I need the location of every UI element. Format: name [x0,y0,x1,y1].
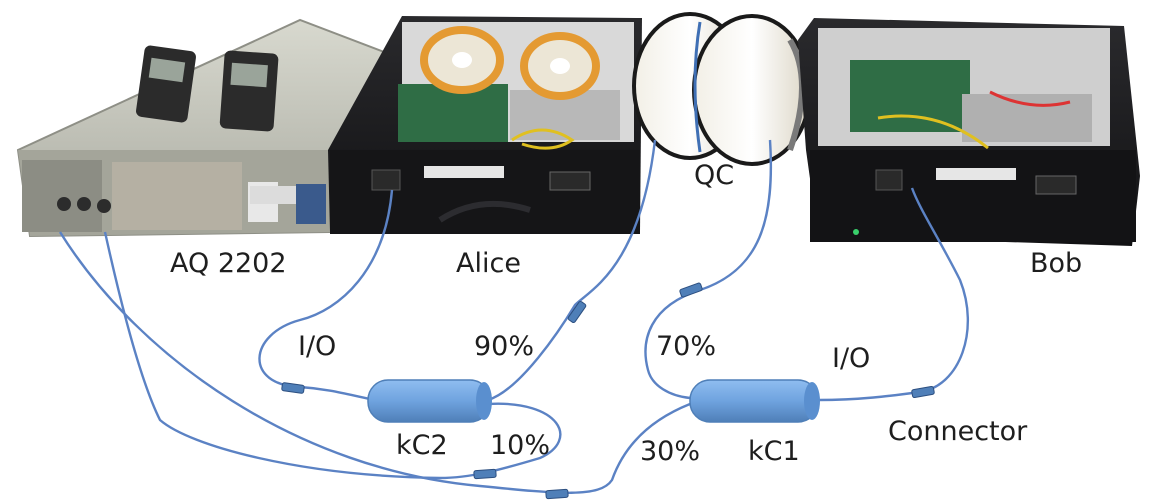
power-meter-1 [136,45,196,123]
fiber-kc1-bob [817,187,969,402]
label-io-alice: I/O [298,331,337,362]
alice-device [328,16,642,234]
fiber-connectors [281,282,935,500]
fiber-qc-70 [644,139,773,400]
label-bob: Bob [1030,248,1083,279]
connector-10 [473,468,497,480]
qc-fiber-spools [632,12,812,166]
label-90-percent: 90% [474,331,535,362]
coupler-kc1 [689,379,820,423]
label-10-percent: 10% [490,430,551,461]
connector-bob [911,385,935,399]
bob-device [798,18,1140,246]
label-aq2202: AQ 2202 [170,248,287,279]
fiber-alice-io [258,189,394,401]
fiber-kc2-90 [487,139,657,402]
label-alice: Alice [456,248,521,279]
coupler-kc2 [367,379,492,423]
label-70-percent: 70% [656,331,717,362]
connector-30 [545,488,569,500]
alice-spool-1 [420,26,504,94]
fiber-kc2-10 [103,231,562,480]
power-meter-2 [219,50,279,132]
fiber-aq-30 [58,231,691,494]
connector-70 [679,282,703,298]
fiber-cables [58,139,969,494]
aq2202-instrument [16,18,407,238]
connector-io-left [281,382,305,394]
label-qc: QC [694,160,735,191]
connector-90 [567,300,587,324]
label-connector: Connector [888,416,1028,447]
label-kc2: kC2 [396,430,448,461]
label-kc1: kC1 [748,436,800,467]
alice-spool-2 [520,32,600,100]
label-io-bob: I/O [832,343,871,374]
label-30-percent: 30% [640,436,701,467]
